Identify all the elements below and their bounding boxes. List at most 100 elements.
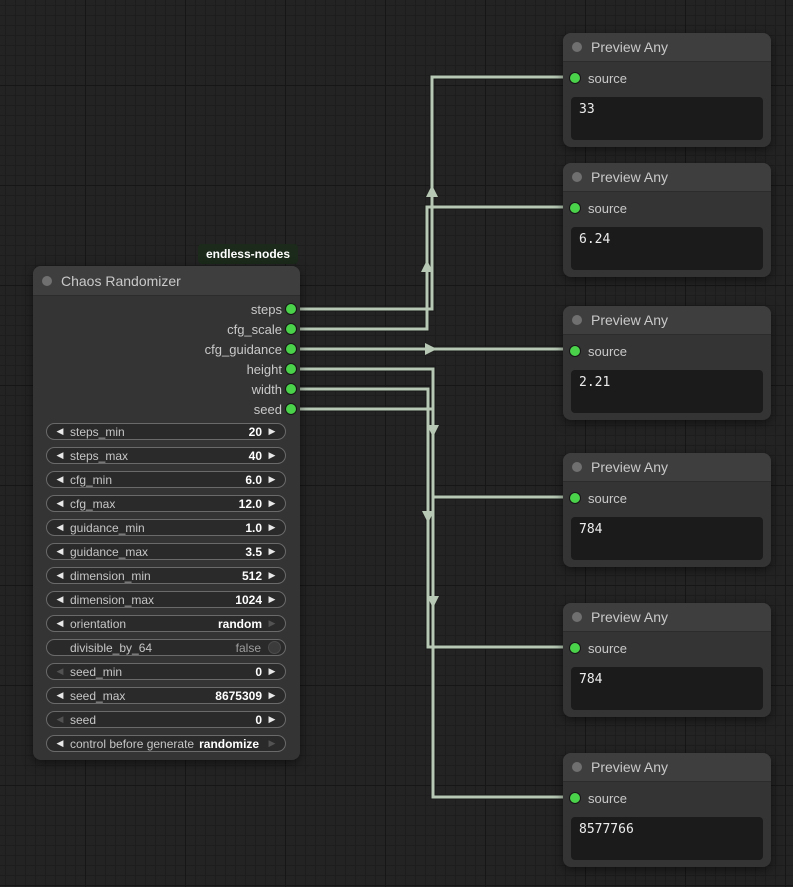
- decrement-arrow-icon[interactable]: [53, 691, 67, 700]
- widget-value: 3.5: [245, 544, 262, 559]
- node-title-bar[interactable]: Preview Any: [563, 163, 771, 192]
- widget-divisible-by-64[interactable]: divisible_by_64 false: [46, 639, 286, 656]
- node-title: Chaos Randomizer: [61, 272, 181, 289]
- widget-value: 8675309: [215, 688, 262, 703]
- increment-arrow-icon[interactable]: [265, 619, 279, 628]
- decrement-arrow-icon[interactable]: [53, 667, 67, 676]
- widget-value: 0: [255, 712, 262, 727]
- output-label: height: [246, 361, 282, 377]
- node-preview-any-6: Preview Any source 8577766: [563, 753, 771, 867]
- decrement-arrow-icon[interactable]: [53, 499, 67, 508]
- widget-cfg-min[interactable]: cfg_min 6.0: [46, 471, 286, 488]
- increment-arrow-icon[interactable]: [265, 595, 279, 604]
- input-port-source[interactable]: [570, 643, 580, 653]
- collapse-dot-icon[interactable]: [572, 762, 582, 772]
- preview-value: 8577766: [579, 822, 634, 837]
- widget-guidance-min[interactable]: guidance_min 1.0: [46, 519, 286, 536]
- decrement-arrow-icon[interactable]: [53, 619, 67, 628]
- node-title-bar[interactable]: Preview Any: [563, 33, 771, 62]
- output-port-width[interactable]: [286, 384, 296, 394]
- input-slot-source: source: [563, 70, 771, 86]
- output-port-cfg-guidance[interactable]: [286, 344, 296, 354]
- collapse-dot-icon[interactable]: [572, 42, 582, 52]
- output-port-steps[interactable]: [286, 304, 296, 314]
- wire-arrow-right-icon: [425, 343, 437, 355]
- input-port-source[interactable]: [570, 346, 580, 356]
- widget-seed-max[interactable]: seed_max 8675309: [46, 687, 286, 704]
- increment-arrow-icon[interactable]: [265, 715, 279, 724]
- output-port-height[interactable]: [286, 364, 296, 374]
- increment-arrow-icon[interactable]: [265, 427, 279, 436]
- widget-dimension-min[interactable]: dimension_min 512: [46, 567, 286, 584]
- decrement-arrow-icon[interactable]: [53, 475, 67, 484]
- widget-cfg-max[interactable]: cfg_max 12.0: [46, 495, 286, 512]
- increment-arrow-icon[interactable]: [265, 547, 279, 556]
- node-title: Preview Any: [591, 39, 669, 55]
- node-title-bar[interactable]: Preview Any: [563, 753, 771, 782]
- increment-arrow-icon[interactable]: [265, 691, 279, 700]
- output-cfg-guidance: cfg_guidance: [33, 339, 300, 359]
- decrement-arrow-icon[interactable]: [53, 451, 67, 460]
- preview-value-box: 2.21: [571, 370, 763, 413]
- wire-arrow-down-icon: [427, 596, 439, 608]
- input-port-source[interactable]: [570, 203, 580, 213]
- widget-dimension-max[interactable]: dimension_max 1024: [46, 591, 286, 608]
- increment-arrow-icon[interactable]: [265, 499, 279, 508]
- node-title-bar[interactable]: Preview Any: [563, 603, 771, 632]
- widget-orientation[interactable]: orientation random: [46, 615, 286, 632]
- output-port-cfg-scale[interactable]: [286, 324, 296, 334]
- widget-guidance-max[interactable]: guidance_max 3.5: [46, 543, 286, 560]
- increment-arrow-icon[interactable]: [265, 475, 279, 484]
- collapse-dot-icon[interactable]: [572, 172, 582, 182]
- increment-arrow-icon[interactable]: [265, 523, 279, 532]
- widget-value: false: [235, 640, 261, 655]
- preview-value-box: 784: [571, 517, 763, 560]
- collapse-dot-icon[interactable]: [572, 612, 582, 622]
- input-label: source: [588, 790, 628, 806]
- collapse-dot-icon[interactable]: [42, 275, 52, 286]
- widget-seed-min[interactable]: seed_min 0: [46, 663, 286, 680]
- collapse-dot-icon[interactable]: [572, 462, 582, 472]
- decrement-arrow-icon[interactable]: [53, 523, 67, 532]
- preview-value: 784: [579, 672, 603, 687]
- widget-steps-max[interactable]: steps_max 40: [46, 447, 286, 464]
- increment-arrow-icon[interactable]: [265, 667, 279, 676]
- decrement-arrow-icon[interactable]: [53, 595, 67, 604]
- output-width: width: [33, 379, 300, 399]
- collapse-dot-icon[interactable]: [572, 315, 582, 325]
- wire-arrow-down-icon: [427, 425, 439, 437]
- widget-seed[interactable]: seed 0: [46, 711, 286, 728]
- input-slot-source: source: [563, 490, 771, 506]
- input-port-source[interactable]: [570, 793, 580, 803]
- decrement-arrow-icon[interactable]: [53, 715, 67, 724]
- node-title: Preview Any: [591, 312, 669, 328]
- output-slots: steps cfg_scale cfg_guidance height widt…: [33, 299, 300, 419]
- node-title-bar[interactable]: Chaos Randomizer: [33, 266, 300, 296]
- output-port-seed[interactable]: [286, 404, 296, 414]
- node-title-bar[interactable]: Preview Any: [563, 306, 771, 335]
- widget-steps-min[interactable]: steps_min 20: [46, 423, 286, 440]
- toggle-knob-icon[interactable]: [268, 641, 281, 654]
- preview-value: 6.24: [579, 232, 611, 247]
- decrement-arrow-icon[interactable]: [53, 739, 67, 748]
- input-port-source[interactable]: [570, 493, 580, 503]
- wire-arrow-up-icon: [421, 260, 433, 272]
- decrement-arrow-icon[interactable]: [53, 571, 67, 580]
- input-port-source[interactable]: [570, 73, 580, 83]
- preview-value: 784: [579, 522, 603, 537]
- increment-arrow-icon[interactable]: [265, 451, 279, 460]
- widget-value: 1024: [235, 592, 262, 607]
- increment-arrow-icon[interactable]: [265, 739, 279, 748]
- wire-arrow-up-icon: [426, 185, 438, 197]
- output-label: width: [251, 381, 282, 397]
- widget-label: seed: [70, 712, 97, 727]
- increment-arrow-icon[interactable]: [265, 571, 279, 580]
- decrement-arrow-icon[interactable]: [53, 427, 67, 436]
- widget-label: seed_min: [70, 664, 123, 679]
- decrement-arrow-icon[interactable]: [53, 547, 67, 556]
- widget-control-before-generate[interactable]: control before generate randomize: [46, 735, 286, 752]
- wire-height-to-preview-4: [293, 367, 567, 499]
- node-title-bar[interactable]: Preview Any: [563, 453, 771, 482]
- output-label: cfg_scale: [227, 321, 282, 337]
